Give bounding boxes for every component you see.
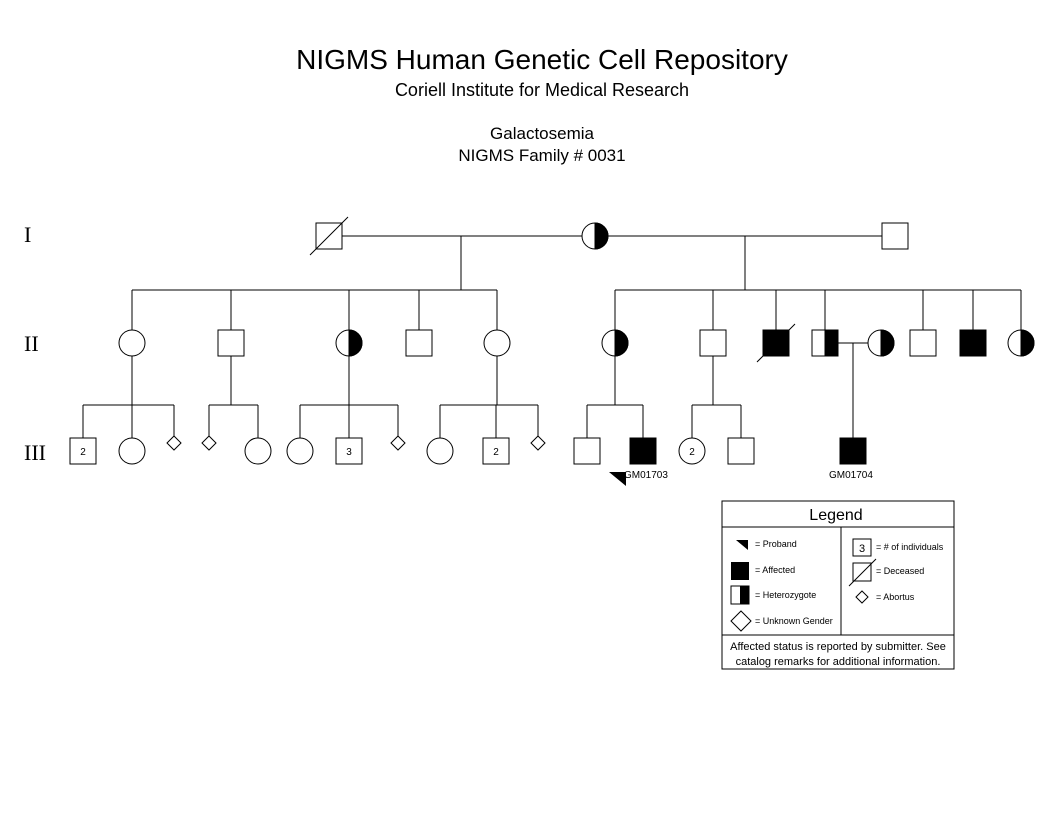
individual-ii-11-male bbox=[909, 329, 937, 357]
family-number: NIGMS Family # 0031 bbox=[458, 146, 626, 165]
individual-ii-1-female bbox=[118, 329, 146, 357]
legend-unknown-gender-label: = Unknown Gender bbox=[755, 616, 833, 626]
legend-title: Legend bbox=[809, 507, 862, 524]
legend-affected-label: = Affected bbox=[755, 565, 795, 575]
individual-i-3-male bbox=[881, 222, 909, 250]
individual-ii-13-heterozygote-female bbox=[1007, 329, 1035, 357]
sample-id-gm01704: GM01704 bbox=[829, 470, 873, 481]
individual-ii-4-male bbox=[405, 329, 433, 357]
deceased-symbol-icon bbox=[852, 562, 872, 582]
pedigree-lines bbox=[82, 235, 1022, 438]
sample-id-gm01703: GM01703 bbox=[624, 470, 668, 481]
page-title: NIGMS Human Genetic Cell Repository bbox=[296, 44, 788, 75]
legend-heterozygote-label: = Heterozygote bbox=[755, 590, 816, 600]
individual-iii-affected-male-proband bbox=[629, 437, 657, 465]
individual-count-label: 2 bbox=[493, 447, 499, 458]
proband-arrow-icon bbox=[736, 540, 748, 550]
individual-iii-female bbox=[286, 437, 314, 465]
affected-symbol-icon bbox=[731, 562, 749, 580]
individual-iii-female bbox=[244, 437, 272, 465]
legend-count-label: = # of individuals bbox=[876, 542, 944, 552]
individual-ii-2-male bbox=[217, 329, 245, 357]
page-subtitle: Coriell Institute for Medical Research bbox=[394, 80, 690, 100]
heterozygote-fill bbox=[740, 586, 749, 604]
individual-i-2-heterozygote-female bbox=[581, 222, 609, 250]
individual-ii-6-heterozygote-female bbox=[601, 329, 629, 357]
legend-count-sample: 3 bbox=[859, 543, 865, 555]
individual-count-label: 2 bbox=[80, 447, 86, 458]
individual-iii-male-group bbox=[69, 437, 97, 465]
individual-iii-female bbox=[426, 437, 454, 465]
legend-proband-label: = Proband bbox=[755, 539, 797, 549]
legend-note-line-2: catalog remarks for additional informati… bbox=[736, 656, 941, 668]
generation-label-iii: III bbox=[24, 440, 46, 465]
individual-ii-8-affected-deceased-male bbox=[756, 323, 796, 363]
proband-arrow-icon bbox=[609, 472, 626, 486]
deceased-slash bbox=[848, 558, 877, 587]
individual-iii-male-group bbox=[335, 437, 363, 465]
individual-count-label: 2 bbox=[689, 447, 695, 458]
individual-ii-7-male bbox=[699, 329, 727, 357]
individual-iii-female bbox=[118, 437, 146, 465]
individual-ii-5-female bbox=[483, 329, 511, 357]
unknown-gender-diamond-icon bbox=[730, 610, 752, 632]
disorder-name: Galactosemia bbox=[490, 124, 594, 143]
legend-deceased-label: = Deceased bbox=[876, 566, 924, 576]
individual-iii-male-group bbox=[482, 437, 510, 465]
legend-box: Legend = Proband = Affected = Heterozygo… bbox=[721, 500, 955, 670]
individual-iii-affected-male bbox=[839, 437, 867, 465]
individual-iii-abortus bbox=[530, 435, 546, 451]
legend-note-line-1: Affected status is reported by submitter… bbox=[730, 641, 946, 653]
generation-label-ii: II bbox=[24, 331, 39, 356]
generation-label-i: I bbox=[24, 222, 32, 247]
abortus-diamond-icon bbox=[855, 590, 869, 604]
individual-iii-female-group bbox=[678, 437, 706, 465]
individual-iii-male bbox=[727, 437, 755, 465]
individual-count-label: 3 bbox=[346, 447, 352, 458]
individual-count-box-icon bbox=[852, 538, 872, 557]
individual-iii-abortus bbox=[390, 435, 406, 451]
individual-ii-10-heterozygote-female bbox=[867, 329, 895, 357]
individual-ii-12-affected-male bbox=[959, 329, 987, 357]
individual-i-1-deceased-male bbox=[309, 216, 349, 256]
individual-iii-male bbox=[573, 437, 601, 465]
individual-ii-3-heterozygote-female bbox=[335, 329, 363, 357]
legend-abortus-label: = Abortus bbox=[876, 592, 915, 602]
individual-ii-9-heterozygote-male bbox=[811, 329, 839, 357]
individual-iii-abortus bbox=[166, 435, 182, 451]
individual-iii-abortus bbox=[201, 435, 217, 451]
